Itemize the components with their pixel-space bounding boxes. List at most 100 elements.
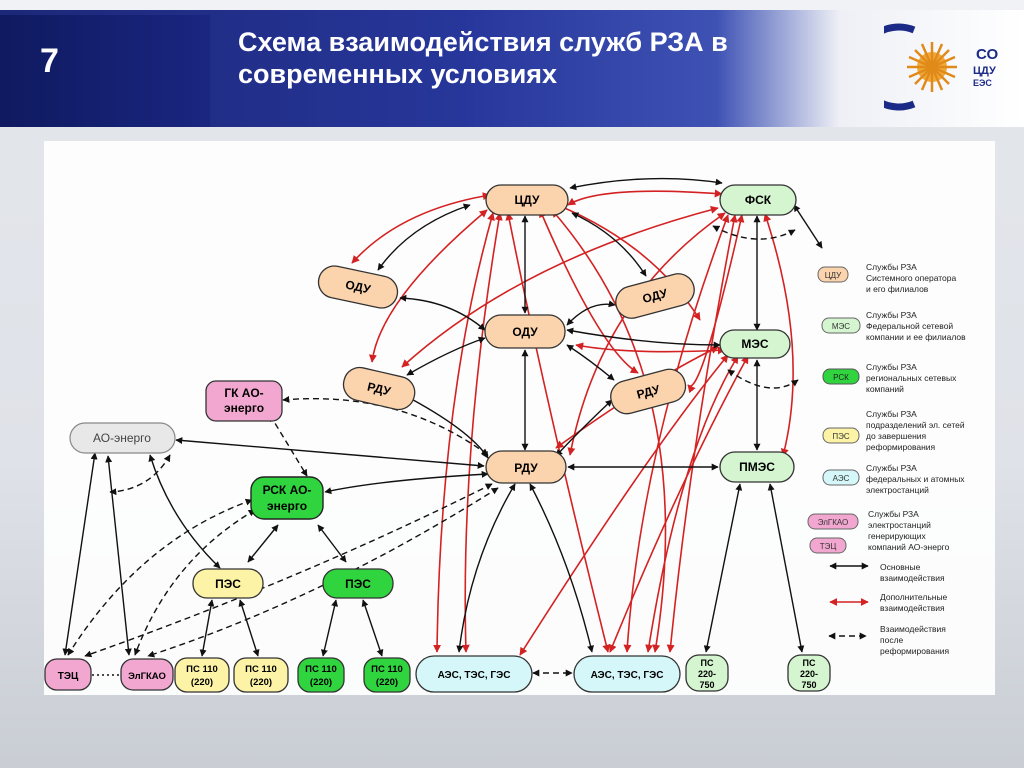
- node-ps-b1-line3: 750: [699, 680, 714, 690]
- node-pes-green: ПЭС: [322, 568, 394, 599]
- legend-after-text-1: Взаимодействия: [880, 624, 946, 634]
- main-links: [62, 177, 869, 657]
- node-ps-y1-line1: ПС 110: [186, 664, 218, 675]
- legend-cdu: ЦДУ Службы РЗА Системного оператора и ег…: [817, 262, 957, 294]
- legend-rsk: РСК Службы РЗА региональных сетевых комп…: [822, 362, 957, 394]
- node-mes: МЭС: [719, 329, 791, 359]
- legend-pes-tag: ПЭС: [832, 432, 850, 441]
- slide-title-line2: современных условиях: [238, 59, 558, 89]
- node-ps-b2-line3: 750: [801, 680, 816, 690]
- legend-mes-text-3: компании и ее филиалов: [866, 332, 966, 342]
- so-cdu-ees-logo: СО ЦДУ ЕЭС: [884, 23, 998, 111]
- node-rdu-left: РДУ: [342, 366, 416, 411]
- legend-mes-text-1: Службы РЗА: [866, 310, 917, 320]
- legend-mes-text-2: Федеральной сетевой: [866, 321, 953, 331]
- sun-icon: [907, 42, 957, 92]
- logo-text-2: ЦДУ: [973, 65, 996, 77]
- node-ps-y2-line1: ПС 110: [245, 664, 277, 675]
- node-ps-b2-line1: ПС: [803, 658, 816, 668]
- node-odu-center-label: ОДУ: [512, 325, 538, 339]
- legend-pes-text-4: реформирования: [866, 442, 936, 452]
- legend-pes: ПЭС Службы РЗА подразделений эл. сетей д…: [822, 409, 965, 452]
- node-ps-g1-line2: (220): [310, 677, 332, 688]
- node-pmes-label: ПМЭС: [739, 460, 775, 474]
- legend-cdu-tag: ЦДУ: [825, 271, 842, 280]
- node-rdu-center: РДУ: [485, 450, 567, 484]
- node-pes-yellow-label: ПЭС: [215, 577, 241, 591]
- node-fsk-label: ФСК: [745, 193, 772, 207]
- slide-title: Схема взаимодействия служб РЗА в совреме…: [238, 26, 798, 90]
- legend-main-text-2: взаимодействия: [880, 573, 945, 583]
- node-ps110-yellow-1: ПС 110 (220): [174, 657, 230, 693]
- header-top-stripe: [0, 0, 1024, 10]
- legend-gen-text-3: генерирующих: [868, 531, 927, 541]
- legend-generation: ЭлГКАО ТЭЦ Службы РЗА электростанций ген…: [807, 509, 950, 554]
- legend-extra-text-2: взаимодействия: [880, 603, 945, 613]
- legend-gen-text-2: электростанций: [868, 520, 931, 530]
- node-ps-b2-line2: 220-: [800, 669, 818, 679]
- legend-after: Взаимодействия после реформирования: [880, 624, 950, 656]
- node-aes-right-label: АЭС, ТЭС, ГЭС: [591, 670, 664, 681]
- node-tec: ТЭЦ: [44, 658, 92, 691]
- legend-rsk-text-3: компаний: [866, 384, 904, 394]
- node-rdu-left-label: РДУ: [366, 380, 392, 399]
- node-ao-energo-label: АО-энерго: [93, 431, 151, 445]
- legend-pes-text-2: подразделений эл. сетей: [866, 420, 965, 430]
- legend-rsk-text-1: Службы РЗА: [866, 362, 917, 372]
- legend-main-text-1: Основные: [880, 562, 921, 572]
- node-gk-line2: энерго: [224, 401, 264, 415]
- node-rdu-center-label: РДУ: [514, 461, 538, 475]
- node-odu-left-label: ОДУ: [344, 278, 372, 297]
- node-odu-right-label: ОДУ: [641, 286, 670, 306]
- node-rdu-right: РДУ: [610, 368, 687, 415]
- node-ps110-green-1: ПС 110 (220): [297, 657, 345, 693]
- node-ao-energo: АО-энерго: [69, 422, 176, 454]
- slide-title-line1: Схема взаимодействия служб РЗА в: [238, 27, 728, 57]
- node-aes-left: АЭС, ТЭС, ГЭС: [415, 655, 533, 693]
- node-ps-g1-line1: ПС 110: [305, 664, 337, 675]
- node-cdu: ЦДУ: [485, 184, 569, 216]
- node-ps-y1-line2: (220): [191, 677, 213, 688]
- node-ps-g2-line1: ПС 110: [371, 664, 403, 675]
- node-elgkao-label: ЭлГКАО: [128, 671, 166, 682]
- node-cdu-label: ЦДУ: [515, 193, 540, 207]
- legend-cdu-text-3: и его филиалов: [866, 284, 929, 294]
- legend-extra-text-1: Дополнительные: [880, 592, 948, 602]
- legend-cdu-text-2: Системного оператора: [866, 273, 957, 283]
- node-odu-right: ОДУ: [615, 273, 695, 319]
- node-elgkao: ЭлГКАО: [120, 658, 174, 691]
- legend-pes-text-3: до завершения: [866, 431, 927, 441]
- node-rsk-line1: РСК АО-: [263, 483, 312, 497]
- legend-gen-text-1: Службы РЗА: [868, 509, 919, 519]
- node-mes-label: МЭС: [741, 337, 769, 351]
- node-ps110-yellow-2: ПС 110 (220): [233, 657, 289, 693]
- node-aes-right: АЭС, ТЭС, ГЭС: [573, 655, 681, 693]
- legend-aes-text-2: федеральных и атомных: [866, 474, 965, 484]
- legend-gen-tag2: ТЭЦ: [820, 542, 837, 551]
- legend-after-text-2: после: [880, 635, 904, 645]
- node-pes-yellow: ПЭС: [192, 568, 264, 599]
- legend-gen-text-4: компаний АО-энерго: [868, 542, 950, 552]
- logo-text-3: ЕЭС: [973, 78, 992, 88]
- legend-aes-text-1: Службы РЗА: [866, 463, 917, 473]
- node-rsk-ao-energo: РСК АО- энерго: [250, 476, 324, 520]
- logo-text-1: СО: [976, 46, 998, 63]
- node-pmes: ПМЭС: [719, 451, 795, 483]
- node-odu-left: ОДУ: [317, 265, 399, 309]
- legend-gen-tag1: ЭлГКАО: [818, 518, 849, 527]
- node-ps-g2-line2: (220): [376, 677, 398, 688]
- node-aes-left-label: АЭС, ТЭС, ГЭС: [438, 670, 511, 681]
- slide-number-box: [0, 15, 210, 127]
- legend-after-text-3: реформирования: [880, 646, 950, 656]
- node-tec-label: ТЭЦ: [58, 671, 79, 682]
- node-odu-center: ОДУ: [484, 314, 566, 349]
- node-rdu-right-label: РДУ: [635, 382, 662, 402]
- legend-aes: АЭС Службы РЗА федеральных и атомных эле…: [822, 463, 965, 495]
- node-ps110-green-2: ПС 110 (220): [363, 657, 411, 693]
- legend-rsk-text-2: региональных сетевых: [866, 373, 957, 383]
- legend-extra: Дополнительные взаимодействия: [880, 592, 948, 613]
- legend-mes-tag: МЭС: [832, 322, 850, 331]
- legend-main: Основные взаимодействия: [880, 562, 945, 583]
- node-ps220-750-2: ПС 220- 750: [787, 654, 831, 692]
- legend-aes-tag: АЭС: [833, 474, 850, 483]
